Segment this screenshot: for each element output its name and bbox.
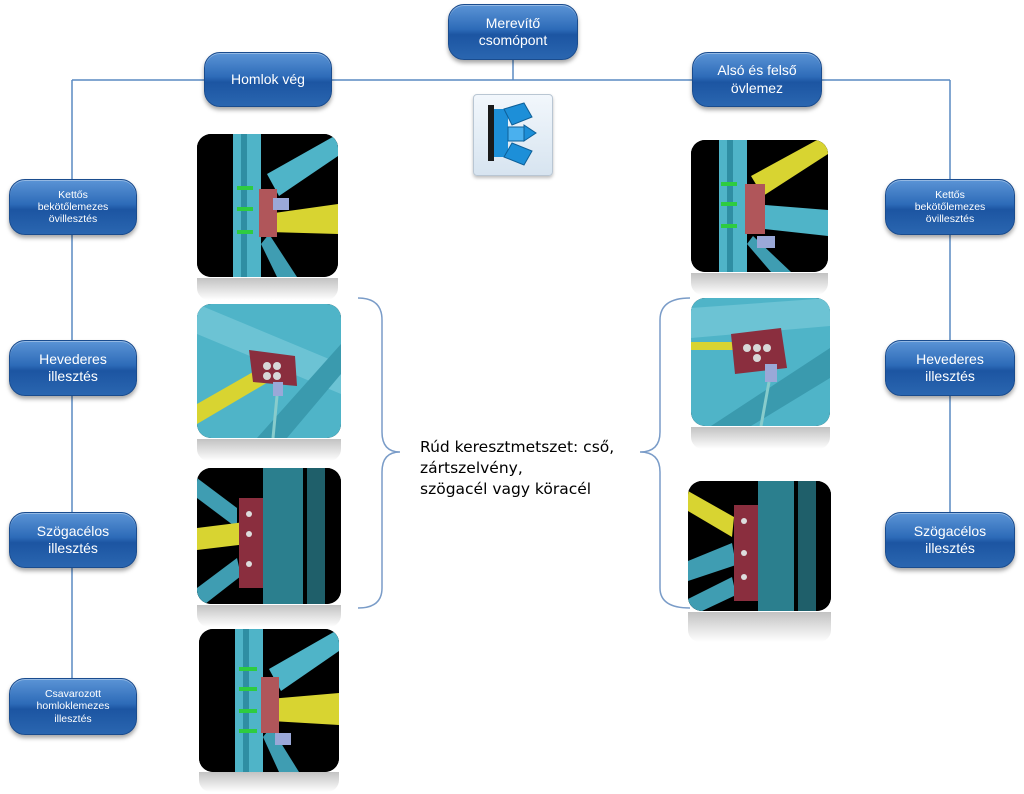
left-item-node[interactable]: Kettős bekötőlemezes övillesztés [9, 179, 137, 235]
joint-thumbnail [197, 468, 341, 604]
right-brace [639, 297, 691, 609]
left-item-node[interactable]: Hevederes illesztés [9, 340, 137, 396]
thumbnail-reflection [691, 427, 830, 449]
thumbnail-reflection [199, 772, 339, 792]
thumbnail-reflection [197, 439, 341, 461]
bracing-joint-icon[interactable] [473, 94, 553, 176]
right-item-node[interactable]: Hevederes illesztés [885, 340, 1015, 396]
right-item-label: Kettős bekötőlemezes övillesztés [914, 188, 986, 226]
thumbnail-reflection [197, 278, 338, 300]
caption-line: Rúd keresztmetszet: cső, [420, 438, 615, 456]
left-branch-node[interactable]: Homlok vég [204, 52, 332, 107]
left-brace [357, 297, 401, 609]
thumbnail-reflection [688, 612, 831, 642]
joint-thumbnail [688, 481, 831, 611]
thumbnail-reflection [691, 273, 828, 295]
joint-thumbnail [691, 140, 828, 272]
left-branch-label: Homlok vég [231, 70, 305, 87]
cross-section-caption: Rúd keresztmetszet: cső, zártszelvény, s… [420, 437, 650, 500]
bracing-joint-icon-graphic [488, 102, 537, 166]
root-node-label: Merevítő csomópont [478, 14, 548, 49]
left-item-label: Szögacélos illesztés [36, 522, 110, 557]
right-item-node[interactable]: Kettős bekötőlemezes övillesztés [885, 179, 1015, 235]
right-item-node[interactable]: Szögacélos illesztés [885, 512, 1015, 568]
right-item-label: Szögacélos illesztés [913, 522, 987, 557]
right-branch-node[interactable]: Alsó és felső övlemez [692, 52, 822, 107]
joint-thumbnail [199, 629, 339, 772]
right-item-label: Hevederes illesztés [916, 350, 984, 385]
left-item-label: Hevederes illesztés [39, 350, 107, 385]
joint-thumbnail [197, 134, 338, 277]
root-node[interactable]: Merevítő csomópont [448, 4, 578, 60]
thumbnail-reflection [197, 605, 341, 627]
joint-thumbnail [197, 304, 341, 438]
left-item-node[interactable]: Csavarozott homloklemezes illesztés [9, 678, 137, 735]
left-item-node[interactable]: Szögacélos illesztés [9, 512, 137, 568]
left-item-label: Kettős bekötőlemezes övillesztés [37, 188, 109, 226]
caption-line: zártszelvény, [420, 458, 523, 477]
caption-line: szögacél vagy köracél [420, 479, 592, 498]
right-branch-label: Alsó és felső övlemez [717, 62, 797, 96]
joint-thumbnail [691, 298, 830, 426]
left-item-label: Csavarozott homloklemezes illesztés [36, 688, 110, 725]
